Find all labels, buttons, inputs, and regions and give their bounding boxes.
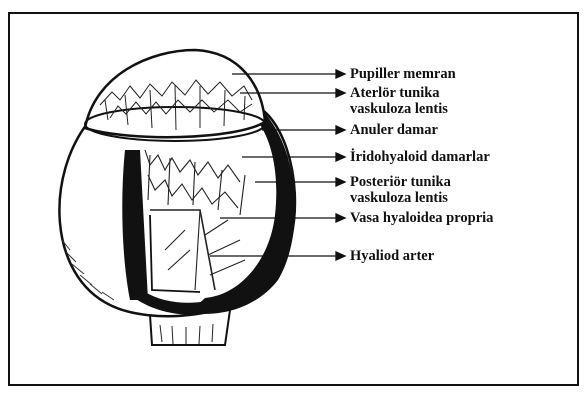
label-iridohyaloid-damarlar: İridohyaloid damarlar bbox=[350, 149, 490, 165]
label-line: Anuler damar bbox=[350, 122, 438, 138]
label-line: Posteriör tunika bbox=[350, 174, 451, 190]
label-posterior-tunika: Posteriör tunika vaskuloza lentis bbox=[350, 174, 451, 206]
label-anterior-tunika: Aterlör tunika vaskuloza lentis bbox=[350, 85, 448, 117]
label-line: Pupiller memran bbox=[350, 66, 456, 82]
label-line: vaskuloza lentis bbox=[350, 101, 448, 117]
label-line: İridohyaloid damarlar bbox=[350, 149, 490, 165]
lens-dome bbox=[85, 50, 265, 141]
label-vasa-hyaloidea-propria: Vasa hyaloidea propria bbox=[350, 210, 493, 226]
label-hyaliod-arter: Hyaliod arter bbox=[350, 248, 434, 264]
label-line: Vasa hyaloidea propria bbox=[350, 210, 493, 226]
label-line: vaskuloza lentis bbox=[350, 190, 451, 206]
label-line: Aterlör tunika bbox=[350, 85, 448, 101]
label-line: Hyaliod arter bbox=[350, 248, 434, 264]
label-anuler-damar: Anuler damar bbox=[350, 122, 438, 138]
label-pupiller-memran: Pupiller memran bbox=[350, 66, 456, 82]
